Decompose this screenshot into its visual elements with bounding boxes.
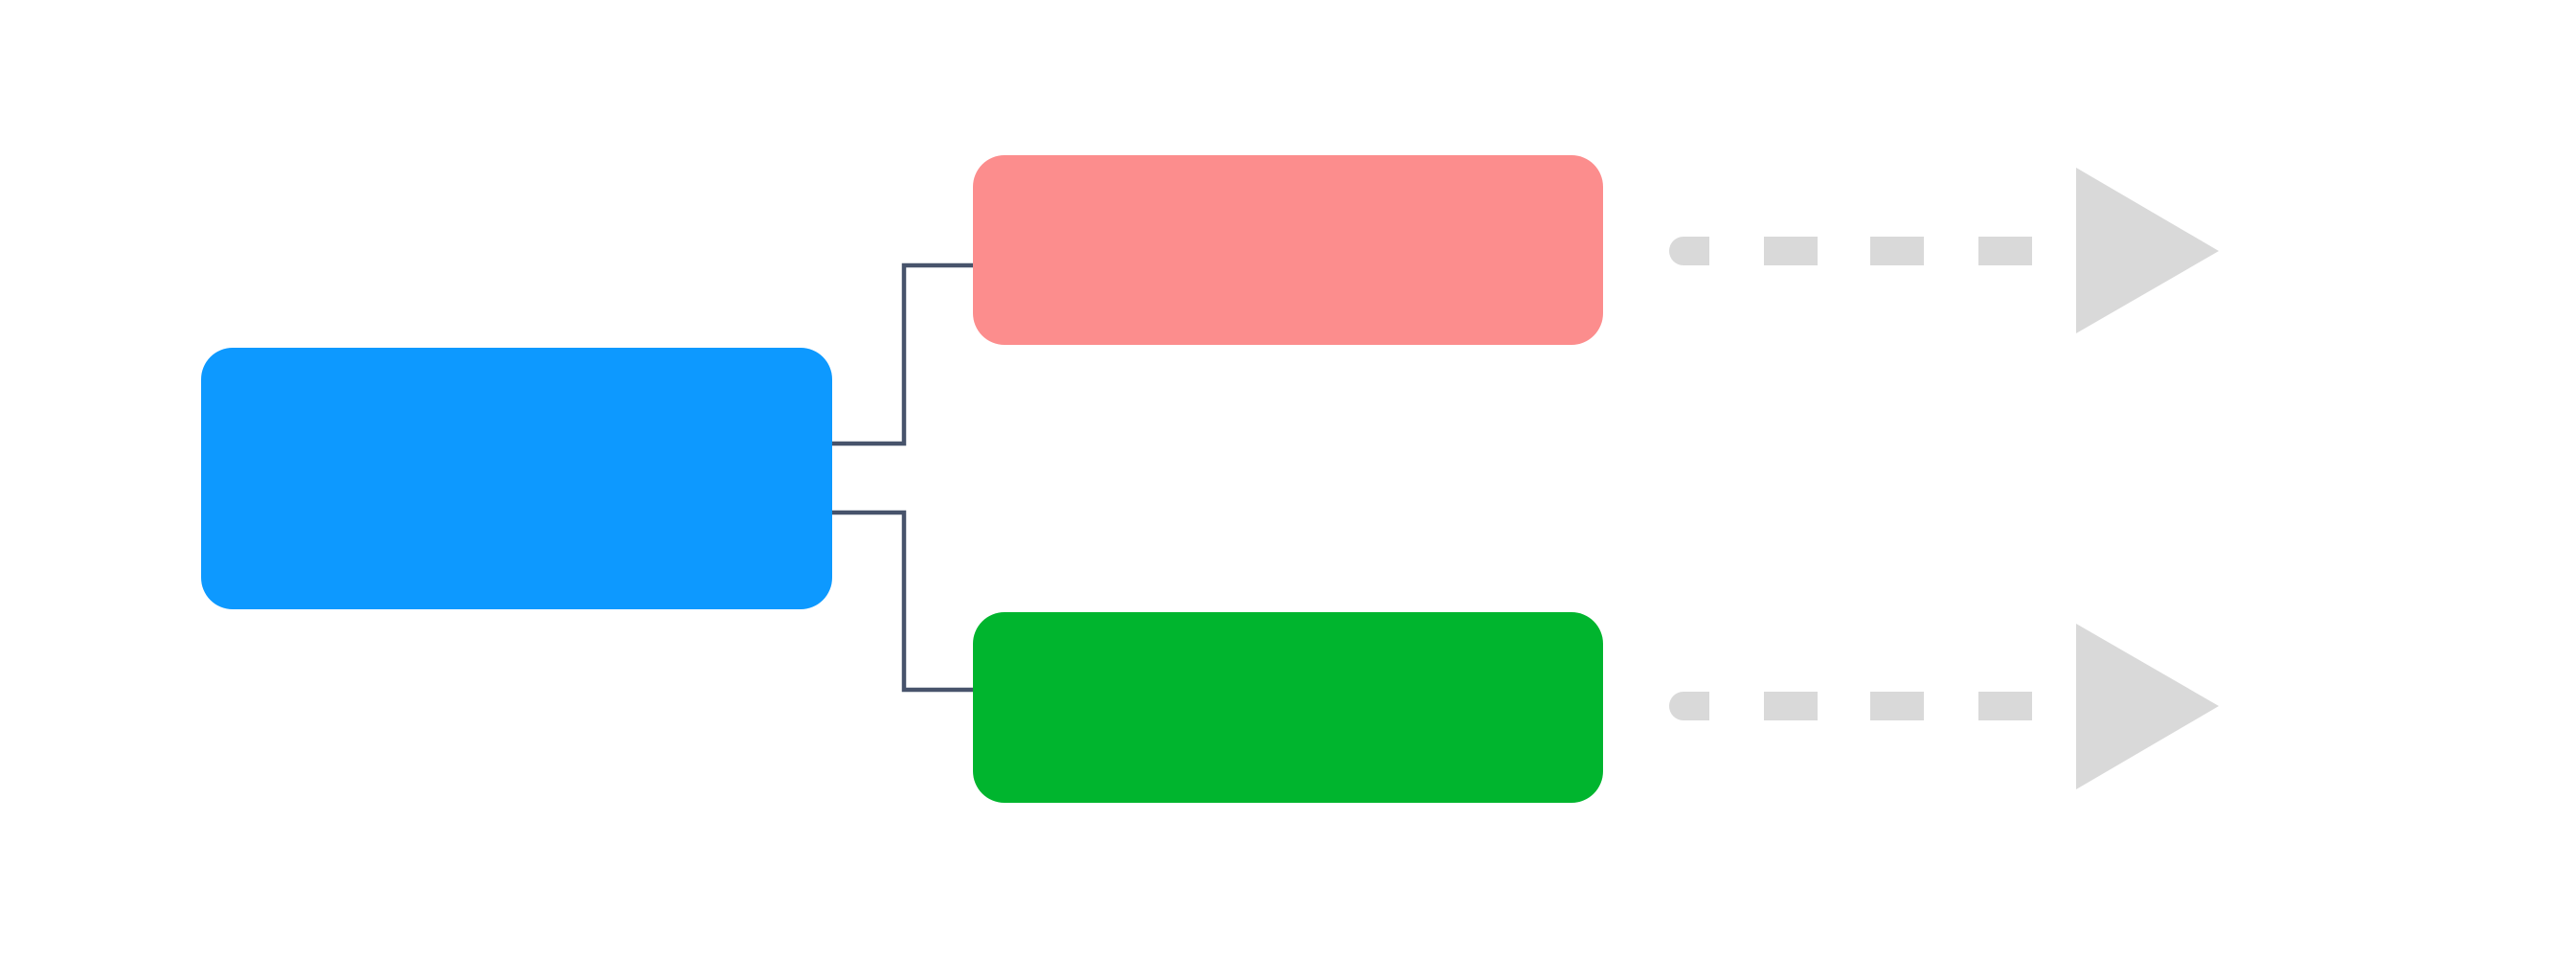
dash-segment: [1764, 237, 1818, 265]
root-node[interactable]: [201, 348, 832, 609]
bottom-branch-dashed-arrow[interactable]: [1669, 624, 2219, 789]
arrowhead-icon: [2076, 168, 2219, 333]
dash-segment: [1764, 692, 1818, 720]
dash-segment: [1669, 692, 1709, 720]
dash-segment: [1978, 237, 2032, 265]
top-branch-dashed-arrow[interactable]: [1669, 168, 2219, 333]
dash-segment: [1870, 237, 1924, 265]
connector-root-to-top-branch[interactable]: [832, 262, 973, 446]
bottom-branch-node[interactable]: [973, 612, 1603, 803]
nodes-layer: [201, 155, 1603, 803]
dash-segment: [1870, 692, 1924, 720]
dashed-arrows-layer: [1669, 168, 2219, 789]
arrowhead-icon: [2076, 624, 2219, 789]
connectors-layer: [832, 262, 973, 693]
top-branch-node[interactable]: [973, 155, 1603, 345]
dash-segment: [1669, 237, 1709, 265]
connector-root-to-bottom-branch[interactable]: [832, 510, 973, 693]
dash-segment: [1978, 692, 2032, 720]
